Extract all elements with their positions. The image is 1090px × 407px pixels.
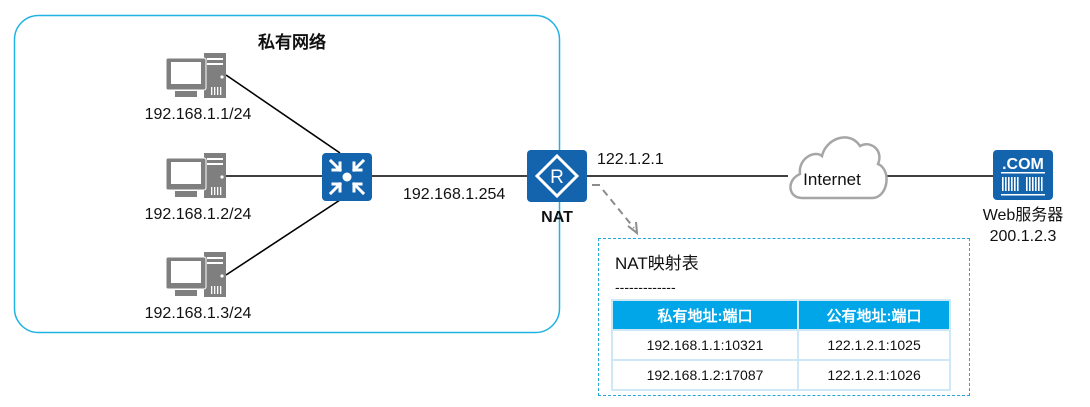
nat-table: 私有地址:端口 公有地址:端口 192.168.1.1:10321 122.1.… [610, 299, 951, 391]
link-pc1-switch [225, 74, 341, 154]
host-ip-label: 192.168.1.3/24 [144, 305, 252, 322]
table-header-row: 私有地址:端口 公有地址:端口 [610, 299, 951, 331]
server-label: Web服务器 [982, 207, 1064, 224]
router-outside-ip: 122.1.2.1 [597, 151, 664, 168]
nat-table-separator: ------------- [615, 279, 676, 295]
server-ip: 200.1.2.3 [989, 228, 1057, 245]
router-inside-ip: 192.168.1.254 [403, 186, 506, 203]
private-network-boundary [13, 14, 561, 334]
internet-label: Internet [803, 170, 861, 189]
private-network-title: 私有网络 [258, 33, 326, 52]
host-ip-label: 192.168.1.2/24 [144, 206, 252, 223]
computer-icon [165, 53, 226, 98]
nat-mapping-panel: NAT映射表 ------------- 私有地址:端口 公有地址:端口 192… [598, 238, 970, 396]
server-badge: .COM [1002, 156, 1044, 173]
computer-icon [165, 153, 226, 198]
router-label: NAT [541, 209, 573, 226]
router-icon: R [527, 150, 587, 202]
table-row: 192.168.1.1:10321 122.1.2.1:1025 [610, 329, 951, 361]
column-header-private: 私有地址:端口 [610, 299, 800, 331]
host-ip-label: 192.168.1.1/24 [144, 106, 252, 123]
table-cell: 192.168.1.1:10321 [610, 329, 800, 361]
column-header-public: 公有地址:端口 [797, 299, 951, 331]
switch-icon [322, 153, 372, 201]
cloud-icon [789, 136, 888, 200]
computer-icon [165, 252, 226, 297]
router-glyph: R [550, 167, 564, 188]
nat-table-title: NAT映射表 [615, 254, 699, 273]
table-row: 192.168.1.2:17087 122.1.2.1:1026 [610, 359, 951, 391]
table-cell: 192.168.1.2:17087 [610, 359, 800, 391]
web-server-icon: .COM [993, 150, 1053, 200]
arrow-to-nat-table [592, 184, 639, 236]
link-pc3-switch [225, 199, 341, 276]
table-cell: 122.1.2.1:1026 [797, 359, 951, 391]
table-cell: 122.1.2.1:1025 [797, 329, 951, 361]
